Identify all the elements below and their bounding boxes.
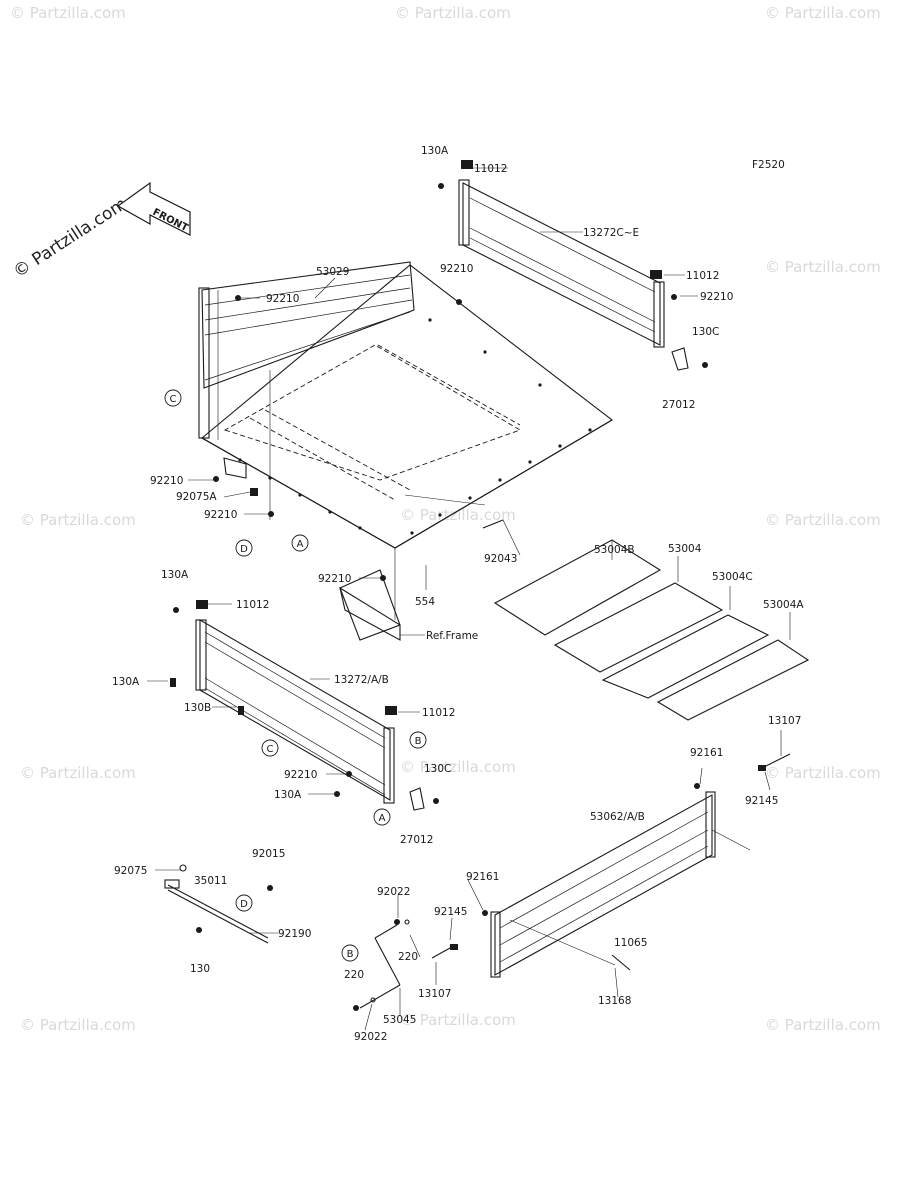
svg-text:C: C — [170, 394, 177, 405]
part-label: 130C — [692, 326, 719, 338]
part-label: 53045 — [383, 1014, 416, 1026]
part-label: 53004A — [763, 599, 804, 611]
watermarks: © Partzilla.com © Partzilla.com © Partzi… — [10, 4, 881, 1034]
part-label: 13107 — [418, 988, 451, 1000]
figure-code: F2520 — [752, 159, 785, 171]
part-label: 130A — [112, 676, 140, 688]
watermark: © Partzilla.com — [765, 764, 881, 782]
part-label: 130B — [184, 702, 211, 714]
part-label: 92210 — [700, 291, 733, 303]
callout-d-bot: D — [235, 894, 253, 912]
part-label: 92190 — [278, 928, 311, 940]
tailgate-part — [431, 753, 791, 978]
part-label: 220 — [344, 969, 364, 981]
part-label: 11012 — [686, 270, 719, 282]
floor-mats-part — [493, 539, 810, 721]
part-label: 35011 — [194, 875, 227, 887]
part-label: 92210 — [440, 263, 473, 275]
part-label: 92075A — [176, 491, 217, 503]
part-label: 220 — [398, 951, 418, 963]
part-label: 92210 — [266, 293, 299, 305]
watermark: © Partzilla.com — [765, 258, 881, 276]
part-label: 53004 — [668, 543, 702, 555]
callout-a-mid: A — [373, 808, 391, 826]
watermark: © Partzilla.com — [10, 4, 126, 22]
part-label: 92210 — [150, 475, 183, 487]
watermark: © Partzilla.com — [400, 506, 516, 524]
callout-c-top: C — [164, 389, 182, 407]
latch-rod-part — [164, 864, 273, 944]
part-label: Ref.Frame — [426, 630, 478, 642]
svg-text:C: C — [267, 744, 274, 755]
callout-b-mid: B — [409, 731, 427, 749]
part-label: 53004C — [712, 571, 753, 583]
callout-d-top: D — [235, 539, 253, 557]
part-label: 11065 — [614, 937, 647, 949]
part-label: 13107 — [768, 715, 801, 727]
part-label: 53062/A/B — [590, 811, 645, 823]
part-label: 92145 — [434, 906, 467, 918]
svg-text:D: D — [240, 544, 248, 555]
part-label: 13272C~E — [583, 227, 639, 239]
watermark: © Partzilla.com — [395, 4, 511, 22]
part-label: 27012 — [400, 834, 433, 846]
part-label: 92043 — [484, 553, 517, 565]
part-label: 92075 — [114, 865, 147, 877]
bed-tray-part — [198, 261, 613, 620]
ref-frame-part — [339, 569, 425, 641]
watermark: © Partzilla.com — [20, 764, 136, 782]
watermark: © Partzilla.com — [20, 1016, 136, 1034]
part-label: 13272/A/B — [334, 674, 389, 686]
watermark: © Partzilla.com — [765, 511, 881, 529]
tray-rivets — [238, 318, 592, 535]
watermark: © Partzilla.com — [400, 1011, 516, 1029]
part-labels: 130A 11012 13272C~E 92210 11012 92210 13… — [112, 145, 804, 1043]
part-label: 27012 — [662, 399, 695, 411]
part-label: 92145 — [745, 795, 778, 807]
part-label: 92161 — [690, 747, 723, 759]
watermark: © Partzilla.com — [20, 511, 136, 529]
part-label: 130 — [190, 963, 210, 975]
leader-lines — [147, 167, 782, 1031]
part-label: 53029 — [316, 266, 349, 278]
part-label: 11012 — [474, 163, 507, 175]
watermark: © Partzilla.com — [765, 1016, 881, 1034]
link-part — [353, 919, 410, 1011]
part-label: 92015 — [252, 848, 285, 860]
watermark: © Partzilla.com — [400, 758, 516, 776]
part-label: 92210 — [284, 769, 317, 781]
part-label: 92022 — [377, 886, 410, 898]
watermark-main: © Partzilla.com — [10, 194, 131, 282]
part-label: 92210 — [318, 573, 351, 585]
part-label: 92022 — [354, 1031, 387, 1043]
callout-c-mid: C — [261, 739, 279, 757]
svg-text:B: B — [415, 736, 422, 747]
front-arrow-icon: FRONT — [116, 181, 191, 236]
part-label: 130C — [424, 763, 451, 775]
part-label: 53004B — [594, 544, 635, 556]
side-gate-part — [170, 600, 439, 811]
watermark: © Partzilla.com — [765, 4, 881, 22]
part-label: 130A — [421, 145, 449, 157]
callout-a-top: A — [291, 534, 309, 552]
part-label: 130A — [161, 569, 189, 581]
part-label: 92210 — [204, 509, 237, 521]
rear-gate-part — [438, 160, 708, 371]
svg-text:A: A — [297, 539, 304, 550]
pin-part — [482, 519, 521, 556]
svg-text:B: B — [347, 949, 354, 960]
callout-b-bot: B — [341, 944, 359, 962]
svg-text:A: A — [379, 813, 386, 824]
part-label: 11012 — [422, 707, 455, 719]
part-label: 13168 — [598, 995, 631, 1007]
svg-text:D: D — [240, 899, 248, 910]
part-label: 11012 — [236, 599, 269, 611]
part-label: 130A — [274, 789, 302, 801]
part-label: 92161 — [466, 871, 499, 883]
part-label: 554 — [415, 596, 435, 608]
